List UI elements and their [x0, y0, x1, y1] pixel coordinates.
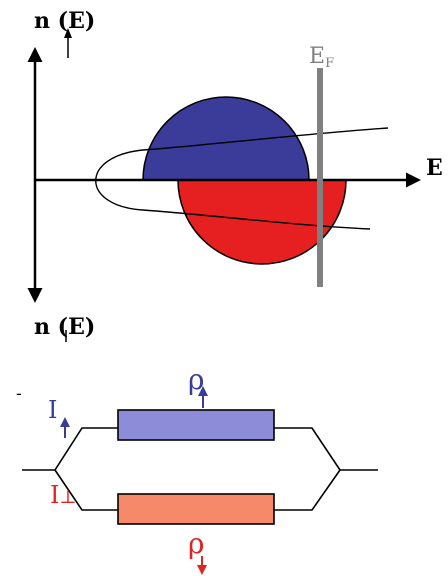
rho-down-label: ρ: [188, 527, 205, 560]
spin-up-arrowhead-top: [64, 28, 72, 38]
current-up-label: I: [48, 396, 58, 424]
upper-branch-wire: [54, 427, 341, 471]
current-down-subscript: ⊥: [59, 487, 77, 508]
current-down-symbol: I: [50, 481, 60, 509]
dash-mark: -: [16, 384, 22, 403]
current-up-arrowhead: [60, 417, 70, 427]
current-down-label: I⊥: [50, 483, 76, 507]
dos-up-label: n (E): [34, 8, 96, 34]
fermi-level-subscript: F: [325, 56, 335, 71]
rho-down-arrowhead: [197, 565, 207, 575]
dos-down-label: n (E): [34, 314, 96, 340]
rho-up-arrowhead: [198, 386, 208, 396]
fermi-level-base: E: [309, 44, 326, 69]
lower-branch-wire: [54, 469, 341, 511]
spin-up-resistor: [117, 409, 275, 441]
rho-up-label: ρ: [188, 363, 205, 396]
minority-band-semicircle: [177, 179, 347, 265]
majority-band-semicircle: [142, 96, 310, 181]
spin-down-resistor: [117, 493, 275, 525]
fermi-level-label: EF: [309, 44, 335, 71]
energy-axis-label: E: [426, 155, 443, 181]
